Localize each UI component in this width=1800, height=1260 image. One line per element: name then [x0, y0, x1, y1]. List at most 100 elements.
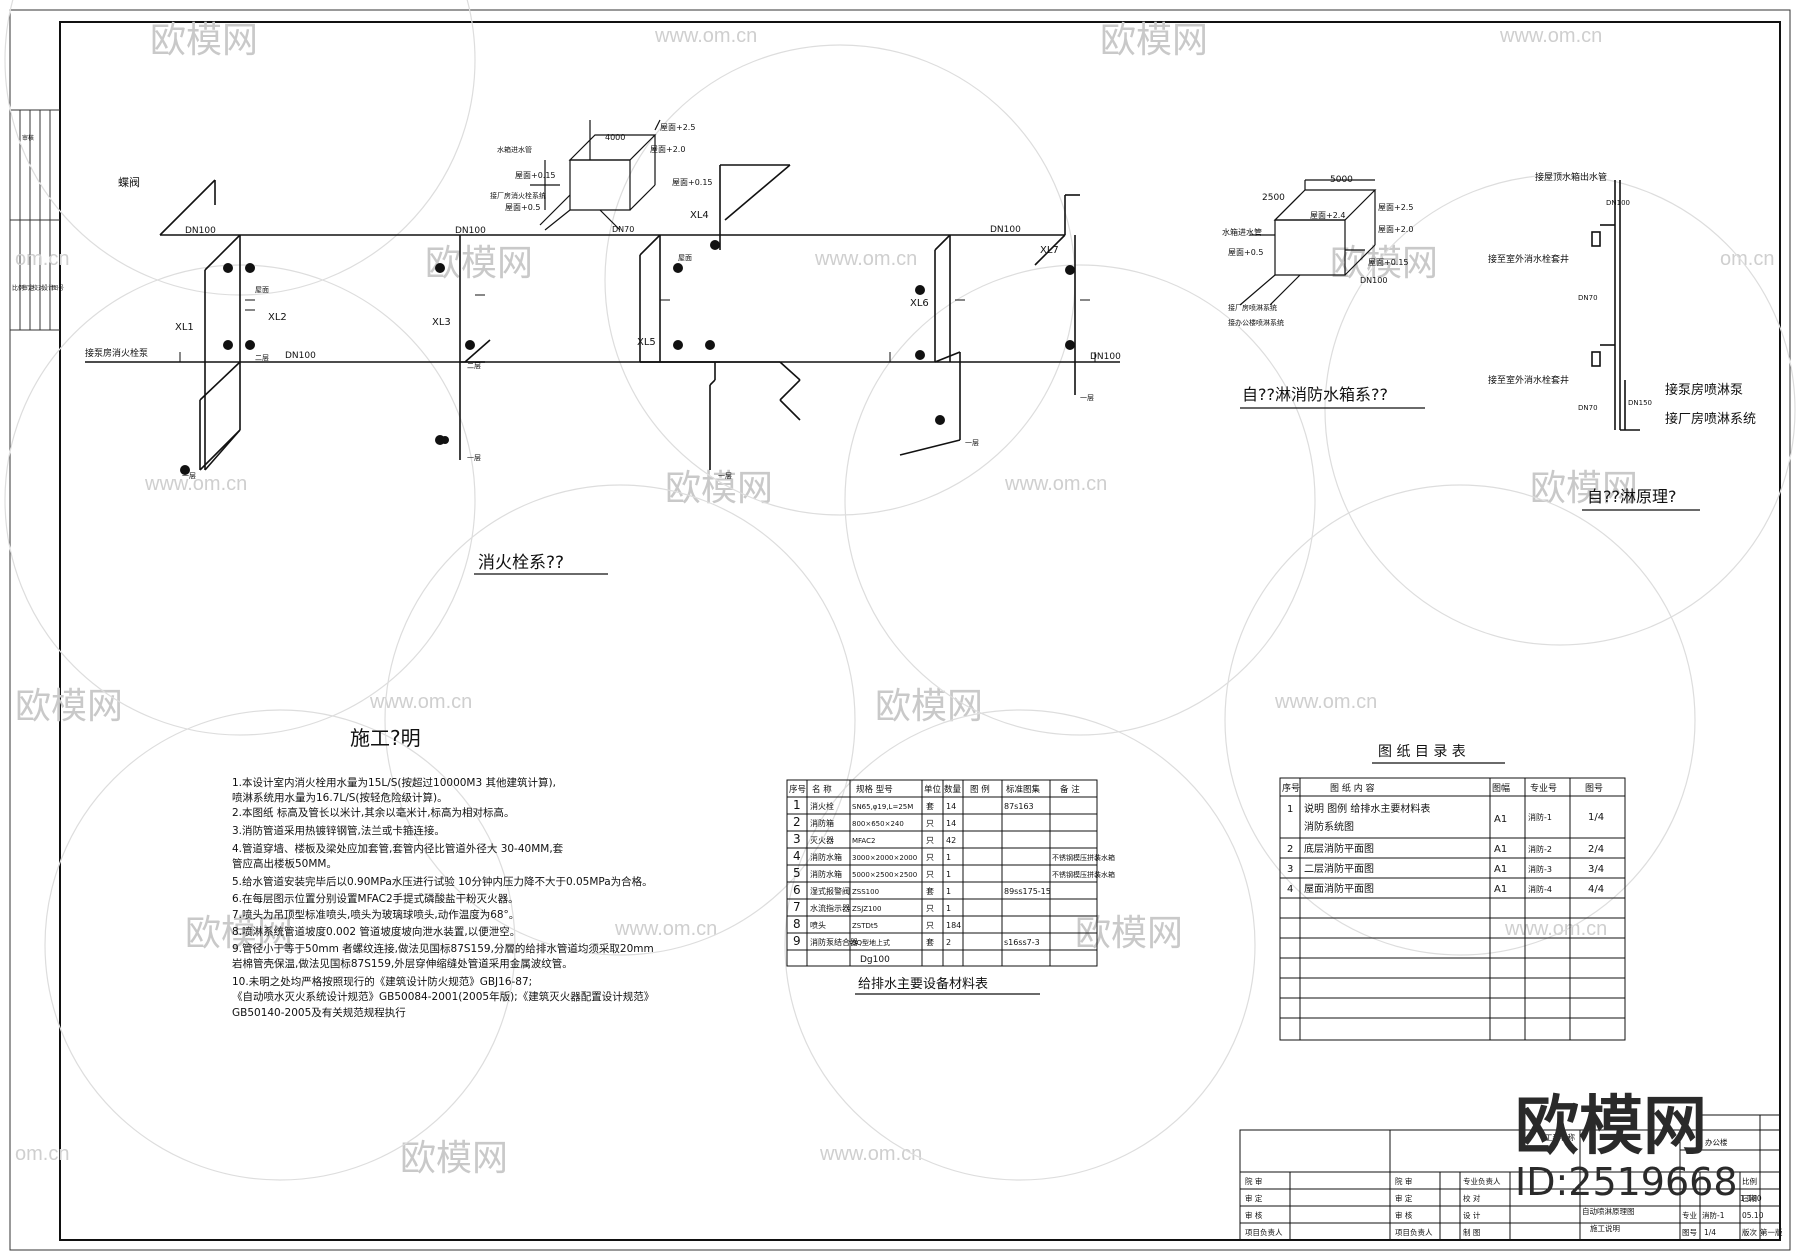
watermark-brand: 欧模网 [15, 686, 123, 727]
watermark-layer: 欧模网 欧模网 欧模网 欧模网 欧模网 欧模网 欧模网 欧模网 欧模网 欧模网 … [4, 0, 1796, 1181]
equipment-cell: 7 [793, 900, 801, 914]
table-header: 备 注 [1060, 784, 1080, 795]
note-line: 《自动喷水灭火系统设计规范》GB50084-2001(2005年版);《建筑灭火… [232, 990, 654, 1003]
note-line: 喷淋系统用水量为16.7L/S(按轻危险级计算)。 [232, 791, 448, 804]
watermark-url: om.cn [15, 248, 69, 270]
watermark-url: om.cn [15, 1143, 69, 1165]
index-cell: A1 [1494, 814, 1507, 825]
label-floor2: 二层 [255, 354, 269, 362]
watermark-url: www.om.cn [144, 473, 247, 495]
equipment-cell: 套 [926, 886, 934, 896]
index-cell: 说明 图例 给排水主要材料表 [1304, 802, 1430, 815]
label-roof-tank: 接屋顶水箱出水管 [1535, 171, 1607, 183]
watermark-url: om.cn [1720, 248, 1774, 270]
equipment-cell: 套 [926, 801, 934, 811]
sprinkler-tank-pipe: DN100 [1360, 276, 1387, 285]
tb-role: 院 审 [1395, 1176, 1412, 1186]
label-dn70: DN70 [1578, 404, 1598, 412]
note-line: 2.本图纸 标高及管长以米计,其余以毫米计,标高为相对标高。 [232, 806, 515, 819]
hydrant-system-title: 消火栓系?? [478, 553, 564, 573]
table-header: 名 称 [812, 784, 832, 795]
sprinkler-principle-diagram [1591, 180, 1640, 431]
sprinkler-tank-dim2: 2500 [1262, 193, 1285, 203]
equipment-cell: 1 [793, 798, 801, 812]
tb-role: 审 定 [1245, 1193, 1263, 1203]
label-tank-el5: 屋面+0.15 [672, 178, 713, 187]
watermark-brand: 欧模网 [665, 468, 773, 509]
label-plant: 接厂房喷淋系统 [1665, 411, 1756, 427]
sprinkler-tank-note1: 水箱进水管 [1222, 227, 1262, 237]
index-header: 图号 [1585, 783, 1603, 794]
equipment-cell: 2 [793, 815, 801, 829]
table-header: 序号 [789, 784, 806, 795]
index-cell: 2 [1287, 844, 1293, 855]
equipment-cell: 不锈钢模压拼装水箱 [1052, 853, 1115, 862]
left-binding-strip [10, 109, 60, 331]
index-cell: 消防-4 [1528, 884, 1552, 894]
note-line: 6.在每层图示位置分别设置MFAC2手提式磷酸盐干粉灭火器。 [232, 892, 519, 905]
label-floor1: 一层 [1080, 394, 1094, 402]
note-line: 1.本设计室内消火栓用水量为15L/S(按超过10000M3 其他建筑计算), [232, 776, 556, 789]
watermark-url: www.om.cn [814, 248, 917, 270]
sprinkler-principle-title: 自??淋原理? [1587, 487, 1676, 506]
label-tank-el2: 屋面+2.0 [650, 145, 685, 154]
equipment-cell: 消防箱 [810, 818, 834, 828]
drawing-index-rows: 1 说明 图例 给排水主要材料表 A1 消防-1 1/4 消防系统图 2 底层消… [1287, 802, 1604, 895]
equipment-extra: Dg100 [860, 955, 890, 965]
tb-page-label: 图号 [1682, 1228, 1697, 1237]
equipment-cell: 8 [793, 917, 801, 931]
tb-subproject: 工程名称 [1545, 1132, 1575, 1142]
valve-ticks [179, 294, 1096, 362]
tb-sheet-no: 消防-1 [1702, 1210, 1725, 1220]
sprinkler-tank-el2: 屋面+2.4 [1310, 211, 1345, 220]
label-from-pump: 接泵房消火栓泵 [85, 347, 148, 359]
index-cell: A1 [1494, 864, 1507, 875]
label-pump: 接泵房喷淋泵 [1665, 382, 1743, 398]
note-line: 3.消防管道采用热镀锌钢管,法兰或卡箍连接。 [232, 824, 445, 837]
note-line: 4.管道穿墙、楼板及梁处应加套管,套管内径比管道外径大 30-40MM,套 [232, 842, 564, 855]
strip-label-6: 比例 [12, 284, 24, 292]
equipment-cell: 87s163 [1004, 802, 1034, 811]
tb-role: 项目负责人 [1395, 1227, 1433, 1237]
strip-label-1: 审核 [22, 134, 34, 142]
sprinkler-tank-note2: 接厂房喷淋系统 [1228, 303, 1277, 312]
equipment-cell: 4 [793, 849, 801, 863]
tb-scale: 1:100 [1740, 1194, 1762, 1203]
watermark-brand: 欧模网 [150, 20, 258, 61]
equipment-cell: ZSJZ100 [852, 905, 881, 913]
label-tank-note1: 水箱进水管 [497, 145, 532, 154]
label-xl2: XL2 [268, 312, 287, 323]
label-dn100: DN100 [185, 226, 216, 236]
construction-notes-title: 施工?明 [350, 726, 421, 750]
table-header: 图 例 [970, 784, 990, 795]
equipment-cell: 3000×2000×2000 [852, 854, 917, 862]
tb-role: 审 核 [1395, 1210, 1413, 1220]
index-header: 序号 [1282, 782, 1300, 794]
note-line: 9.管径小于等于50mm 者螺纹连接,做法见国标87S159,分層的给排水管道均… [232, 942, 654, 955]
inner-frame [59, 21, 1781, 1241]
watermark-url: www.om.cn [1004, 473, 1107, 495]
watermark-url: www.om.cn [819, 1143, 922, 1165]
equipment-cell: 只 [926, 870, 934, 879]
equipment-table-title: 给排水主要设备材料表 [858, 976, 988, 992]
corner-logo-brand: 欧模网 [1515, 1090, 1707, 1164]
watermark-url: www.om.cn [614, 918, 717, 940]
index-cell: 1 [1287, 804, 1293, 815]
label-outdoor1: 接至室外消水栓套井 [1488, 253, 1569, 265]
outer-frame [9, 9, 1791, 1251]
index-cell: 4/4 [1588, 884, 1604, 895]
label-butterfly-valve: 蝶阀 [118, 175, 140, 189]
equipment-table-headers: 序号 名 称 规格 型号 单位 数量 图 例 标准图集 备 注 [789, 784, 1080, 795]
tb-project: 办公楼 [1705, 1137, 1728, 1147]
equipment-cell: 42 [946, 836, 956, 845]
sprinkler-tank-note3: 接办公楼喷淋系统 [1228, 318, 1284, 327]
tb-date-label: 日期 [1742, 1194, 1757, 1203]
index-header: 专业号 [1530, 782, 1557, 794]
equipment-table [786, 779, 1098, 967]
index-header: 图幅 [1492, 782, 1510, 794]
label-dn70: DN70 [612, 225, 634, 234]
strip-label-4: 设计 [42, 284, 54, 292]
note-line: GB50140-2005及有关规范规程执行 [232, 1006, 406, 1019]
label-outdoor2: 接至室外消水栓套井 [1488, 374, 1569, 386]
equipment-cell: 14 [946, 802, 956, 811]
